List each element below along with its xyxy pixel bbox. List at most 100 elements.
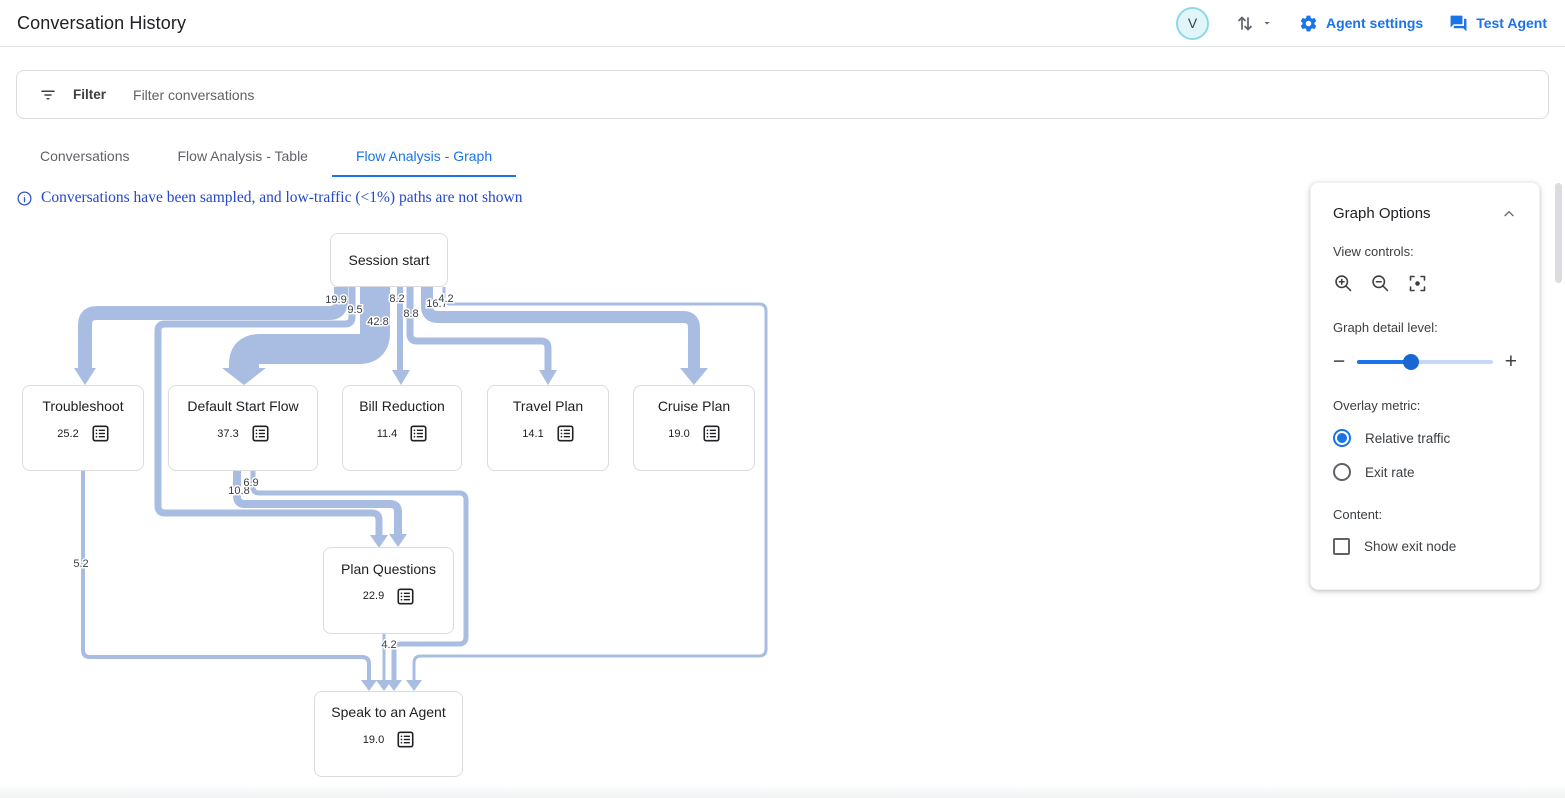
flow-node-value-row: 19.0: [668, 425, 720, 442]
list-alt-icon: [397, 731, 414, 748]
overlay-metric-label: Overlay metric:: [1333, 398, 1421, 413]
list-alt-icon: [397, 587, 414, 605]
flow-node-value-row: 25.2: [57, 425, 109, 442]
avatar-initial: V: [1187, 15, 1198, 31]
detail-increase-button[interactable]: +: [1504, 350, 1517, 373]
flow-node-label: Troubleshoot: [42, 398, 124, 414]
flow-edge-arrowhead: [222, 368, 266, 385]
flow-edge-value: 9.5: [347, 304, 362, 316]
flow-edge-arrowhead: [389, 534, 407, 547]
flow-node-value: 25.2: [57, 427, 79, 440]
filter-icon: [39, 86, 57, 104]
tab-flow-analysis-table[interactable]: Flow Analysis - Table: [177, 148, 308, 164]
tab-flow-analysis-graph[interactable]: Flow Analysis - Graph: [331, 137, 517, 177]
flow-edge-value: 16.7: [426, 298, 447, 310]
horizontal-scroll-area: [0, 783, 1565, 798]
radio-relative-traffic-label: Relative traffic: [1365, 430, 1451, 446]
flow-edge-value: 10.8: [228, 485, 249, 497]
test-agent-label: Test Agent: [1476, 15, 1547, 31]
node-list-icon[interactable]: [397, 731, 414, 748]
node-list-icon[interactable]: [252, 425, 269, 442]
flow-edge-arrowhead: [680, 368, 708, 385]
radio-exit-rate[interactable]: Exit rate: [1333, 463, 1517, 481]
zoom-in-icon[interactable]: [1333, 273, 1354, 294]
flow-edge-arrowhead: [361, 680, 377, 691]
chevron-down-icon: [1261, 17, 1273, 29]
flow-edge-session-start-to-travel-plan[interactable]: [406, 287, 552, 371]
flow-edge-arrowhead: [74, 368, 96, 385]
list-alt-icon: [557, 425, 574, 442]
flow-edge-arrowhead: [386, 680, 402, 691]
flow-node-value: 19.0: [362, 733, 385, 746]
view-controls-label: View controls:: [1333, 244, 1414, 259]
flow-edge-value: 19.9: [325, 294, 346, 306]
flow-edge-default-start-flow-to-plan-questions[interactable]: [233, 471, 402, 535]
show-exit-node-option[interactable]: Show exit node: [1333, 538, 1517, 555]
sort-control[interactable]: [1235, 13, 1273, 33]
flow-edge-value: 8.8: [403, 308, 418, 320]
flow-edge-value: 8.2: [389, 293, 404, 305]
flow-edge-arrowhead: [406, 680, 422, 691]
filter-input-placeholder[interactable]: Filter conversations: [133, 86, 255, 103]
list-alt-icon: [410, 425, 427, 442]
agent-settings-label: Agent settings: [1325, 15, 1424, 31]
node-list-icon[interactable]: [397, 587, 414, 605]
flow-edge-session-start-to-troubleshoot[interactable]: [78, 287, 348, 369]
flow-node-value: 19.0: [668, 427, 690, 440]
radio-relative-traffic[interactable]: Relative traffic: [1333, 429, 1517, 447]
tab-conversations[interactable]: Conversations: [40, 148, 130, 164]
detail-decrease-button[interactable]: −: [1333, 350, 1346, 373]
agent-settings-button[interactable]: Agent settings: [1299, 14, 1423, 33]
app-header: Conversation History V Agent settings: [0, 0, 1565, 47]
center-focus-icon[interactable]: [1407, 273, 1428, 294]
flow-node-value-row: 14.1: [522, 425, 574, 442]
flow-node-label: Default Start Flow: [187, 398, 299, 414]
flow-node-value-row: 11.4: [377, 425, 428, 442]
node-list-icon[interactable]: [703, 425, 720, 442]
flow-edge-arrowhead: [539, 370, 557, 385]
node-list-icon[interactable]: [557, 425, 574, 442]
filter-bar[interactable]: Filter Filter conversations: [16, 70, 1549, 119]
flow-edge-value: 6.9: [243, 477, 258, 489]
node-list-icon[interactable]: [410, 425, 427, 442]
list-alt-icon: [92, 425, 109, 442]
flow-node-troubleshoot[interactable]: Troubleshoot 25.2: [22, 385, 144, 471]
page-title: Conversation History: [17, 12, 187, 33]
flow-node-value-row: 19.0: [363, 731, 414, 748]
avatar[interactable]: V: [1175, 6, 1209, 40]
test-agent-button[interactable]: Test Agent: [1449, 14, 1547, 33]
slider-thumb[interactable]: [1403, 353, 1420, 370]
list-alt-icon: [252, 425, 269, 442]
content-label: Content:: [1333, 507, 1383, 522]
zoom-out-icon[interactable]: [1370, 273, 1391, 294]
sort-arrows-icon: [1235, 13, 1255, 33]
flow-node-label: Bill Reduction: [359, 398, 445, 414]
info-icon: [16, 190, 33, 207]
node-list-icon[interactable]: [92, 425, 109, 442]
list-alt-icon: [703, 425, 720, 442]
flow-edge-session-start-to-speak-to-an-agent[interactable]: [412, 287, 768, 681]
flow-node-value-row: 37.3: [217, 425, 269, 442]
detail-level-slider[interactable]: [1357, 353, 1493, 370]
flow-node-label: Session start: [348, 252, 430, 268]
flow-node-default-start-flow[interactable]: Default Start Flow 37.3: [168, 385, 318, 471]
flow-edge-value: 4.2: [381, 639, 396, 651]
flow-edge-session-start-to-cruise-plan[interactable]: [421, 287, 700, 369]
flow-node-value: 37.3: [217, 427, 239, 440]
show-exit-node-checkbox[interactable]: [1333, 538, 1350, 555]
flow-node-session-start[interactable]: Session start: [330, 233, 448, 287]
flow-node-value: 22.9: [362, 590, 385, 602]
vertical-scrollbar[interactable]: [1555, 183, 1562, 283]
flow-edge-session-start-to-default-start-flow[interactable]: [229, 287, 390, 370]
flow-edge-value: 4.2: [438, 293, 453, 305]
collapse-chevron-up-icon[interactable]: [1501, 206, 1517, 222]
radio-exit-rate-label: Exit rate: [1365, 464, 1415, 480]
flow-node-value: 14.1: [522, 427, 544, 440]
detail-level-label: Graph detail level:: [1333, 320, 1438, 335]
flow-edge-arrowhead: [392, 370, 410, 385]
flow-node-bill-reduction[interactable]: Bill Reduction 11.4: [342, 385, 462, 471]
